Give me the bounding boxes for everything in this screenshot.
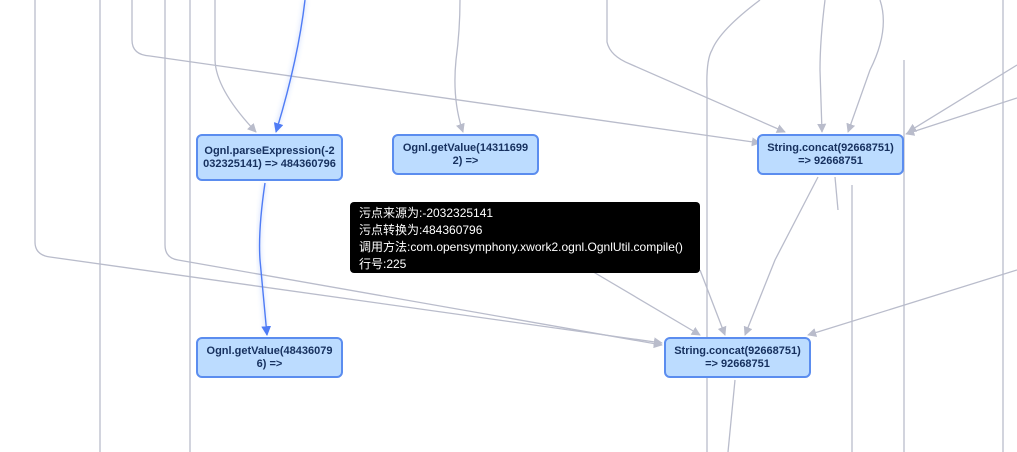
tooltip-method: 调用方法:com.opensymphony.xwork2.ognl.OgnlUt…	[359, 240, 683, 254]
tooltip-taint-source: 污点来源为:-2032325141	[359, 206, 494, 220]
graph-edge	[606, 0, 786, 133]
tooltip-line-number: 行号:225	[359, 257, 407, 271]
graph-node[interactable]: Ognl.getValue(484360796) =>	[196, 337, 343, 378]
graph-edge	[743, 176, 819, 336]
tooltip-taint-transform: 污点转换为:484360796	[359, 223, 483, 237]
graph-edge	[34, 0, 663, 347]
graph-node[interactable]: Ognl.getValue(143116992) =>	[392, 134, 539, 175]
graph-edge	[214, 0, 257, 133]
highlighted-edge-glow	[275, 0, 306, 131]
graph-node[interactable]: Ognl.parseExpression(-2032325141) => 484…	[196, 134, 343, 181]
graph-edge	[905, 97, 1017, 136]
node-tooltip: 污点来源为:-2032325141 污点转换为:484360796 调用方法:c…	[350, 202, 700, 273]
graph-edge	[807, 269, 1017, 337]
graph-edge	[846, 0, 884, 133]
highlighted-edge	[273, 0, 306, 133]
graph-edge	[706, 0, 761, 452]
graph-edge	[834, 176, 839, 211]
node-label: Ognl.parseExpression(-2032325141) => 484…	[203, 144, 336, 170]
graph-edge	[817, 0, 827, 133]
graph-edge	[907, 64, 1017, 133]
graph-node[interactable]: String.concat(92668751) => 92668751	[664, 337, 811, 378]
node-label: Ognl.getValue(484360796) =>	[206, 344, 333, 370]
graph-edge	[164, 0, 663, 349]
graph-edge	[131, 0, 761, 147]
node-label: String.concat(92668751) => 92668751	[767, 141, 894, 167]
graph-edge	[727, 379, 736, 452]
graph-edge	[454, 0, 465, 133]
graph-edge	[589, 269, 701, 336]
graph-node[interactable]: String.concat(92668751) => 92668751	[757, 134, 904, 175]
graph-edge	[699, 269, 727, 336]
node-label: Ognl.getValue(143116992) =>	[402, 141, 529, 167]
node-label: String.concat(92668751) => 92668751	[674, 344, 801, 370]
highlighted-edge	[258, 182, 272, 336]
